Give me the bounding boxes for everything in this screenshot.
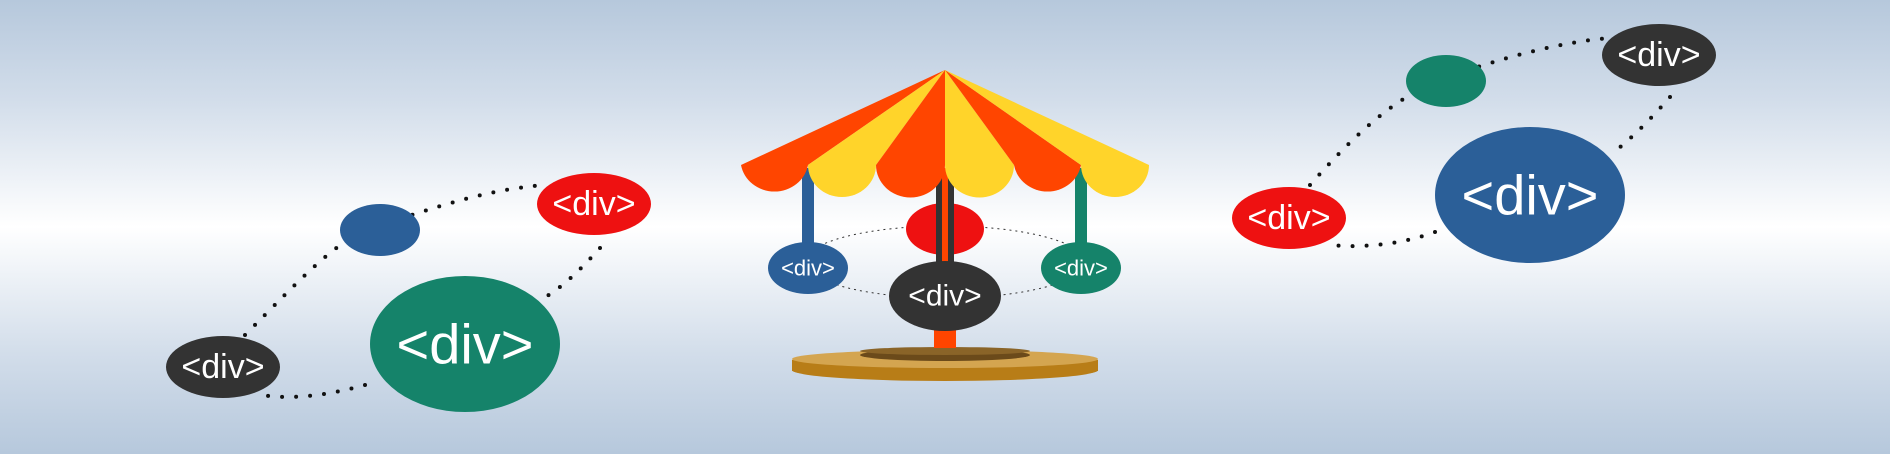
left-orbit-path: [243, 183, 602, 399]
carousel-center-pole-stripe: [942, 168, 948, 268]
red-div-bubble: <div>: [537, 173, 651, 235]
carousel-canopy: [741, 70, 1149, 198]
green-div-bubble-small: [1406, 55, 1486, 107]
div-label: <div>: [908, 280, 981, 313]
div-label: <div>: [1617, 36, 1700, 74]
dark-div-bubble-center: <div>: [889, 261, 1001, 331]
div-label: <div>: [397, 313, 534, 376]
blue-div-bubble-large: <div>: [1435, 127, 1625, 263]
carousel-platform-top: [860, 347, 1030, 355]
red-div-bubble: <div>: [1232, 187, 1346, 249]
blue-div-bubble: <div>: [768, 242, 848, 294]
right-orbit-group: <div> <div> <div>: [1232, 24, 1716, 263]
div-label: <div>: [781, 256, 835, 281]
carousel-pole-right: [1075, 168, 1087, 250]
carousel-pole-left: [802, 168, 814, 250]
div-label: <div>: [1462, 164, 1599, 227]
div-label: <div>: [552, 185, 635, 223]
dark-div-bubble: <div>: [166, 336, 280, 398]
left-orbit-group: <div> <div> <div>: [166, 173, 651, 412]
div-label: <div>: [1247, 199, 1330, 237]
div-label: <div>: [181, 348, 264, 386]
dark-div-bubble: <div>: [1602, 24, 1716, 86]
green-div-bubble-large: <div>: [370, 276, 560, 412]
div-label: <div>: [1054, 256, 1108, 281]
green-div-bubble: <div>: [1041, 242, 1121, 294]
carousel-group: <div> <div> <div>: [741, 70, 1149, 381]
blue-div-bubble-small: [340, 204, 420, 256]
